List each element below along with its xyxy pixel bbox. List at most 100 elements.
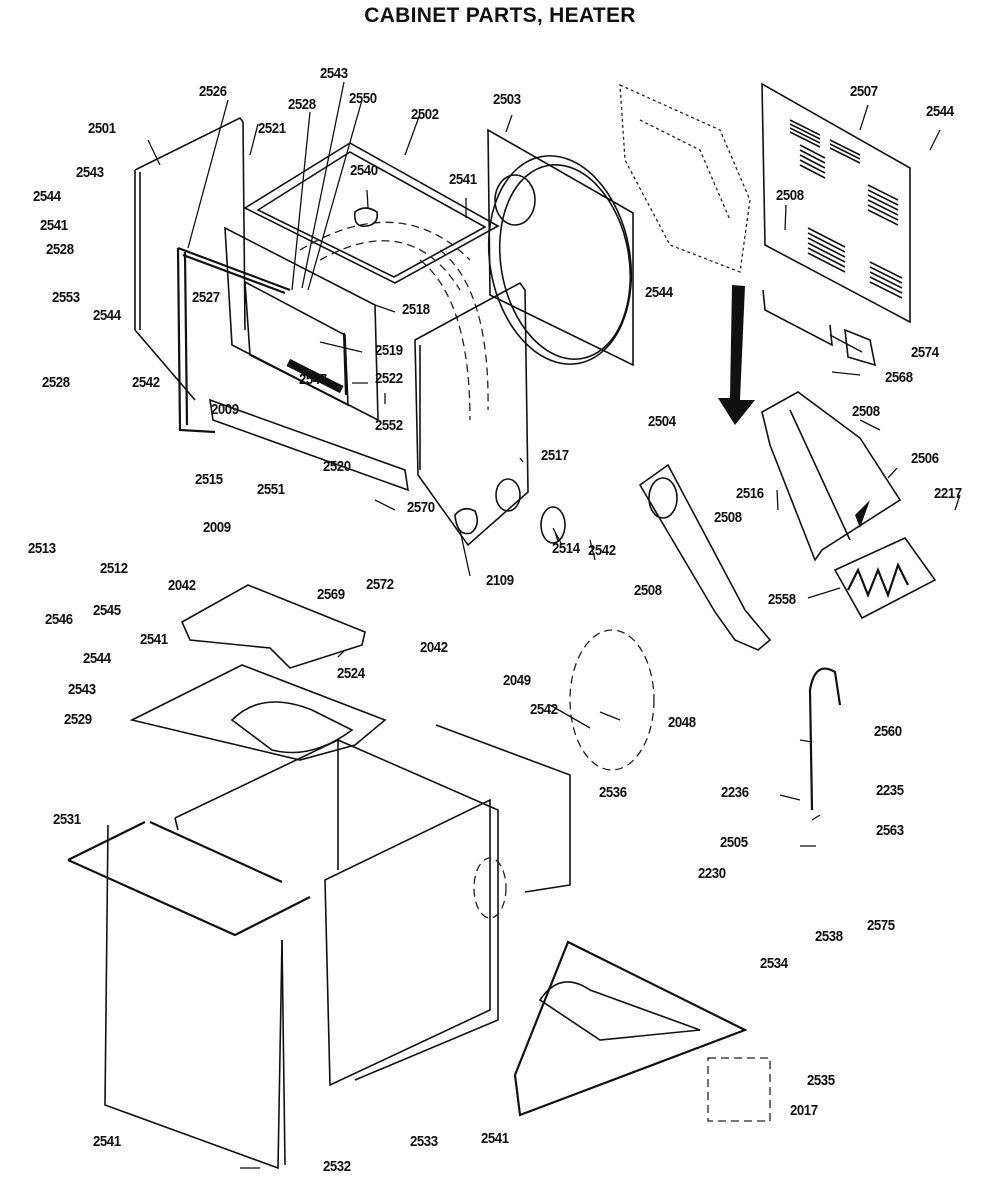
callout-2109: 2109 xyxy=(486,572,514,589)
part-rear-bulkhead xyxy=(487,128,634,367)
callout-2502: 2502 xyxy=(411,106,439,123)
part-base-bracket xyxy=(513,940,748,1117)
callout-2521: 2521 xyxy=(258,120,286,137)
callout-2520: 2520 xyxy=(323,458,351,475)
callout-2506: 2506 xyxy=(911,450,939,467)
callout-2533: 2533 xyxy=(410,1133,438,1150)
callout-2545: 2545 xyxy=(93,602,121,619)
callout-2558: 2558 xyxy=(768,591,796,608)
callout-2570: 2570 xyxy=(407,499,435,516)
callout-2544: 2544 xyxy=(33,188,61,205)
callout-2516: 2516 xyxy=(736,485,764,502)
callout-2535: 2535 xyxy=(807,1072,835,1089)
callout-2527: 2527 xyxy=(192,289,220,306)
callout-2049: 2049 xyxy=(503,672,531,689)
callout-2542: 2542 xyxy=(588,542,616,559)
part-back-cabinet-panel xyxy=(435,724,571,893)
callout-2513: 2513 xyxy=(28,540,56,557)
callout-2503: 2503 xyxy=(493,91,521,108)
callout-2544: 2544 xyxy=(645,284,673,301)
callout-2507: 2507 xyxy=(850,83,878,100)
callout-2009: 2009 xyxy=(211,401,239,418)
callout-2563: 2563 xyxy=(876,822,904,839)
callout-2541: 2541 xyxy=(40,217,68,234)
leader-lines xyxy=(147,81,961,1169)
callout-2501: 2501 xyxy=(88,120,116,137)
detail-circle xyxy=(569,629,655,771)
callout-2541: 2541 xyxy=(449,171,477,188)
callout-2515: 2515 xyxy=(195,471,223,488)
callout-2572: 2572 xyxy=(366,576,394,593)
callout-2542: 2542 xyxy=(530,701,558,718)
callout-2560: 2560 xyxy=(874,723,902,740)
part-cabinet-body xyxy=(174,739,499,1087)
callout-2517: 2517 xyxy=(541,447,569,464)
callout-2542: 2542 xyxy=(132,374,160,391)
callout-2540: 2540 xyxy=(350,162,378,179)
callout-2551: 2551 xyxy=(257,481,285,498)
callout-2544: 2544 xyxy=(93,307,121,324)
part-cover-disk xyxy=(540,506,566,544)
callout-2544: 2544 xyxy=(83,650,111,667)
callout-2546: 2546 xyxy=(45,611,73,628)
callout-2529: 2529 xyxy=(64,711,92,728)
arrow-element-insert-icon xyxy=(855,500,870,528)
callout-2553: 2553 xyxy=(52,289,80,306)
callout-2524: 2524 xyxy=(337,665,365,682)
part-air-duct-cover xyxy=(180,584,366,669)
callout-2574: 2574 xyxy=(911,344,939,361)
callout-2048: 2048 xyxy=(668,714,696,731)
callout-2009: 2009 xyxy=(203,519,231,536)
part-drum-outline xyxy=(419,249,489,421)
part-side-panel-frame xyxy=(134,116,246,401)
callout-2575: 2575 xyxy=(867,917,895,934)
detail-circle-small xyxy=(473,857,507,919)
callout-2528: 2528 xyxy=(288,96,316,113)
arrow-heater-direction-icon xyxy=(718,285,755,425)
callout-2543: 2543 xyxy=(68,681,96,698)
callout-2534: 2534 xyxy=(760,955,788,972)
callout-2042: 2042 xyxy=(168,577,196,594)
callout-2508: 2508 xyxy=(634,582,662,599)
part-rear-access-panel xyxy=(761,82,911,367)
callout-2543: 2543 xyxy=(76,164,104,181)
callout-2528: 2528 xyxy=(42,374,70,391)
callout-2538: 2538 xyxy=(815,928,843,945)
callout-2514: 2514 xyxy=(552,540,580,557)
callout-2541: 2541 xyxy=(93,1133,121,1150)
callout-2504: 2504 xyxy=(648,413,676,430)
part-heater-element xyxy=(833,536,937,620)
callout-2526: 2526 xyxy=(199,83,227,100)
part-heater-duct xyxy=(638,463,772,651)
callout-2017: 2017 xyxy=(790,1102,818,1119)
callout-2508: 2508 xyxy=(776,187,804,204)
callout-2550: 2550 xyxy=(349,90,377,107)
callout-2568: 2568 xyxy=(885,369,913,386)
callout-2543: 2543 xyxy=(320,65,348,82)
part-front-panel xyxy=(209,226,409,492)
part-side-rear-panel xyxy=(414,281,529,547)
part-front-cabinet-panel xyxy=(104,824,286,1170)
callout-2512: 2512 xyxy=(100,560,128,577)
callout-2528: 2528 xyxy=(46,241,74,258)
callout-2531: 2531 xyxy=(53,811,81,828)
callout-2236: 2236 xyxy=(721,784,749,801)
part-top-support-frame xyxy=(67,820,311,937)
callout-2235: 2235 xyxy=(876,782,904,799)
callout-2518: 2518 xyxy=(402,301,430,318)
callout-2532: 2532 xyxy=(323,1158,351,1175)
callout-2552: 2552 xyxy=(375,417,403,434)
callout-2569: 2569 xyxy=(317,586,345,603)
callout-2230: 2230 xyxy=(698,865,726,882)
callout-2541: 2541 xyxy=(481,1130,509,1147)
part-base-plate xyxy=(129,664,387,761)
callout-2522: 2522 xyxy=(375,370,403,387)
callout-2505: 2505 xyxy=(720,834,748,851)
callout-2508: 2508 xyxy=(852,403,880,420)
part-heater-housing-phantom xyxy=(619,83,751,273)
callout-2541: 2541 xyxy=(140,631,168,648)
part-leveling-leg-box xyxy=(707,1057,771,1122)
callout-2042: 2042 xyxy=(420,639,448,656)
callout-2536: 2536 xyxy=(599,784,627,801)
